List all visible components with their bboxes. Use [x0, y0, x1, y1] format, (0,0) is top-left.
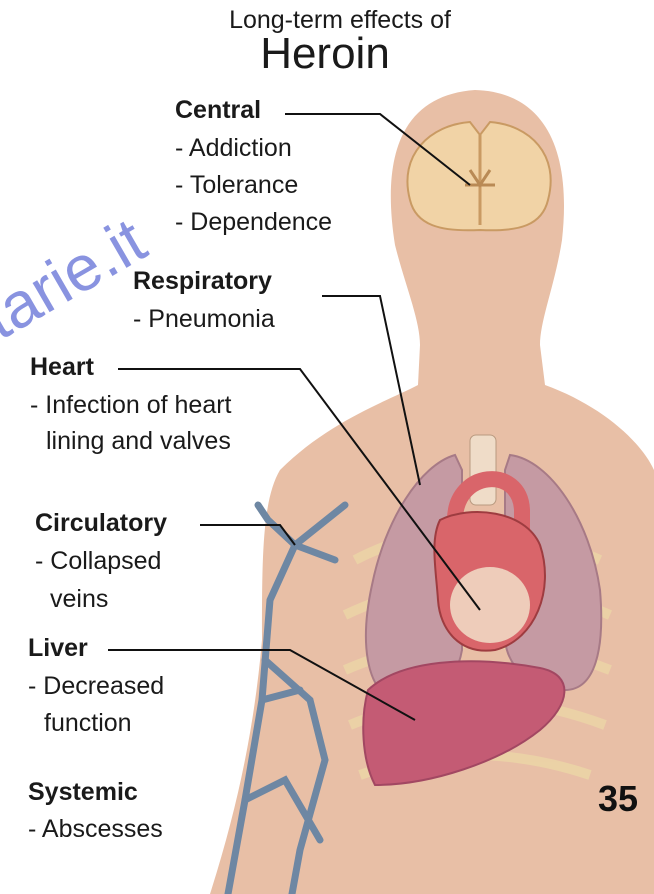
effect-pneumonia: - Pneumonia	[133, 304, 275, 334]
trachea	[470, 435, 496, 505]
effect-collapsed: - Collapsed	[35, 546, 161, 576]
effect-abscesses: - Abscesses	[28, 814, 163, 844]
page-number: 35	[598, 778, 638, 820]
heart-highlight	[450, 567, 530, 643]
figure-title: Heroin	[0, 28, 650, 81]
effect-addiction: - Addiction	[175, 133, 292, 163]
label-liver: Liver	[28, 633, 88, 663]
effect-tolerance: - Tolerance	[175, 170, 298, 200]
label-circulatory: Circulatory	[35, 508, 167, 538]
brain	[407, 122, 550, 230]
label-heart: Heart	[30, 352, 94, 382]
effect-function: function	[44, 708, 132, 738]
label-systemic: Systemic	[28, 777, 138, 807]
effect-dependence: - Dependence	[175, 207, 332, 237]
label-central: Central	[175, 95, 261, 125]
effect-heart-infection-cont: lining and valves	[46, 426, 231, 456]
label-respiratory: Respiratory	[133, 266, 272, 296]
effect-heart-infection: - Infection of heart	[30, 390, 232, 420]
effect-veins: veins	[50, 584, 108, 614]
effect-decreased: - Decreased	[28, 671, 164, 701]
